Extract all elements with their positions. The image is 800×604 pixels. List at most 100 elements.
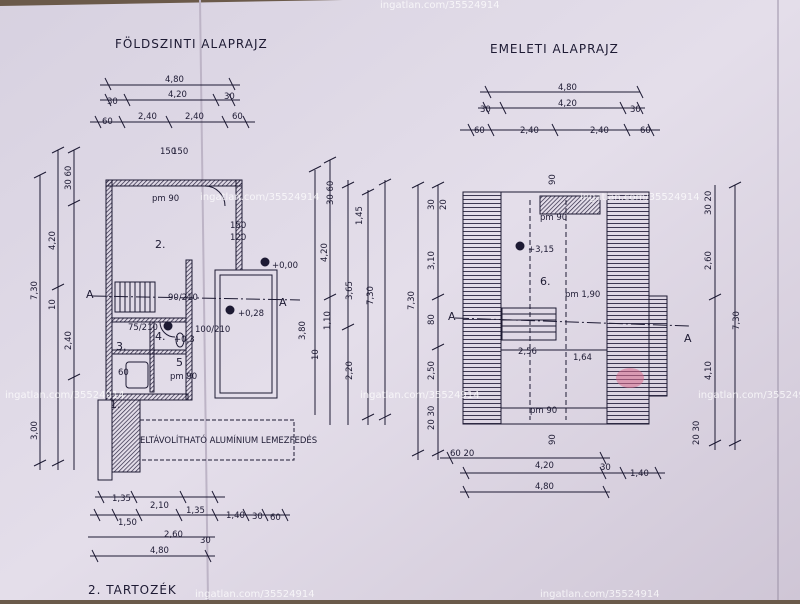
dim-label: 4,80 (150, 546, 169, 556)
note-line-1: ELTÁVOLÍTHATÓ ALUMÍNIUM LEMEZFEDÉS (140, 434, 317, 446)
room-label-4: 4. (155, 330, 166, 343)
dim-label: 4,20 (535, 461, 554, 471)
dim-label: 2,20 (345, 361, 355, 380)
section-mark: A (279, 296, 287, 309)
watermark: ingatlan.com/35524914 (360, 390, 480, 401)
entry-steps (111, 399, 141, 473)
opening-label: 150 (160, 147, 176, 157)
watermark: ingatlan.com/35524914 (380, 0, 500, 11)
dim-label: 60 20 (450, 449, 474, 459)
opening-label: 100/210 (195, 325, 230, 335)
ground-plan-title: FÖLDSZINTI ALAPRAJZ (115, 35, 268, 51)
door-swing (204, 185, 226, 207)
dim-label: 2,40 (185, 112, 204, 122)
dim-label: 60 (102, 117, 113, 127)
dim-label: 10 (311, 349, 321, 360)
dim-label: 7,30 (732, 311, 742, 330)
level-label: +0,00 (272, 261, 298, 271)
dim-label: 3,80 (298, 321, 308, 340)
annex-room (214, 269, 278, 399)
dim-label: 30 (107, 97, 118, 107)
room-label-3: 3. (116, 340, 127, 353)
opening-label: bm 1,90 (565, 290, 600, 300)
dim-label: 4,80 (558, 83, 577, 93)
room-label-1: 1. (110, 398, 121, 411)
dim-label: 1,35 (186, 506, 205, 516)
dim-label: 2,10 (150, 501, 169, 511)
wall-inner (149, 321, 155, 393)
level-label: +0,3 (174, 335, 195, 345)
entry-frame (97, 399, 113, 481)
roof-slope-right (606, 191, 650, 425)
watermark: ingatlan.com/35524914 (195, 589, 315, 600)
footer-label: 2. TARTOZÉK (88, 582, 177, 597)
dim-label: 80 (427, 314, 437, 325)
opening-label: 150 (230, 221, 246, 231)
dim-label: 20 (439, 199, 449, 210)
watermark: ingatlan.com/35524914 (200, 192, 320, 203)
section-mark: A (684, 332, 692, 345)
dim-label: 30 (252, 512, 263, 522)
dim-label: 2,60 (164, 530, 183, 540)
dim-label: 4,20 (168, 90, 187, 100)
bathtub (125, 361, 149, 389)
dim-label: 30 (480, 105, 491, 115)
opening-label: pm 90 (152, 194, 179, 204)
door-swing (159, 321, 176, 338)
section-mark: A (86, 288, 94, 301)
wall-partition (185, 259, 193, 401)
opening-label: pm 90 (170, 372, 197, 382)
dim-label: 2,40 (138, 112, 157, 122)
dim-label: 30 (427, 199, 437, 210)
opening-label: 75/210 (128, 323, 158, 333)
watermark: ingatlan.com/35524914 (698, 390, 800, 401)
dim-label: 2,60 (704, 251, 714, 270)
dim-label: 1,64 (573, 353, 592, 363)
chimney (539, 195, 601, 215)
dim-label: 20 30 (692, 421, 702, 445)
roof-slope-left (462, 191, 502, 425)
room-label-6: 6. (540, 275, 551, 288)
dim-label: 2,50 (427, 361, 437, 380)
wall-inner (111, 317, 187, 323)
dim-label: 30 60 (326, 181, 336, 205)
dim-label: 3,00 (30, 421, 40, 440)
dim-label: 30 (600, 463, 611, 473)
upper-stairs (501, 307, 557, 341)
dim-label: 4,20 (320, 243, 330, 262)
dim-label: 7,30 (30, 281, 40, 300)
section-line (91, 295, 301, 301)
dim-label: 4,80 (535, 482, 554, 492)
roof-slope-right-lower (648, 295, 668, 397)
watermark: ingatlan.com/35524914 (5, 390, 125, 401)
dim-label: 4,20 (48, 231, 58, 250)
dim-label: 2,40 (590, 126, 609, 136)
opening-label: pm 90 (530, 406, 557, 416)
dim-label: 30 (630, 105, 641, 115)
dim-label: 10 (48, 299, 58, 310)
aluminium-cover (139, 419, 295, 461)
opening-label: 90/210 (168, 293, 198, 303)
annex-room-inner (219, 274, 273, 394)
opening-label: 90 (548, 434, 558, 445)
section-line (454, 317, 691, 327)
toilet (175, 332, 185, 348)
watermark: ingatlan.com/35524914 (540, 589, 660, 600)
section-mark: A (448, 310, 456, 323)
wall-inner (111, 349, 187, 355)
wall-west (105, 179, 113, 401)
opening-label: 90 (548, 174, 558, 185)
dim-label: 60 (232, 112, 243, 122)
opening-label: 60 (118, 368, 129, 378)
dim-label: 3,65 (345, 281, 355, 300)
dim-label: 2,56 (518, 347, 537, 357)
room-label-2: 2. (155, 238, 166, 251)
dim-label: 60 (640, 126, 651, 136)
dim-label: 2,40 (64, 331, 74, 350)
dim-label: 1,45 (355, 206, 365, 225)
watermark: ingatlan.com/35524914 (580, 192, 700, 203)
dim-label: 30 (200, 536, 211, 546)
dim-label: 1,35 (112, 494, 131, 504)
